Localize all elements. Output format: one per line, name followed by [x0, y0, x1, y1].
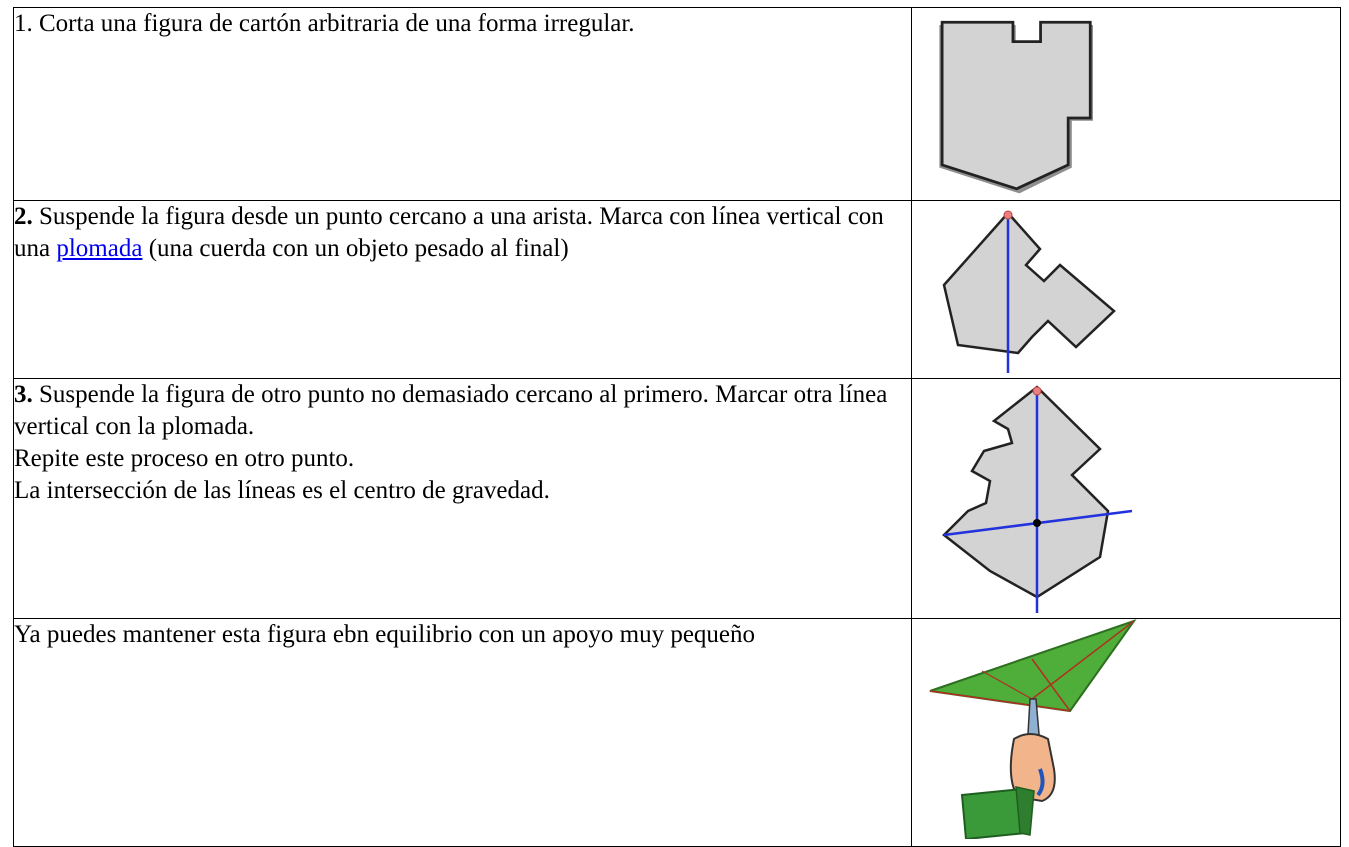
step-4-text-cell: Ya puedes mantener esta figura ebn equil…: [13, 617, 912, 847]
step-1-image-cell: [911, 7, 1341, 201]
shape-suspended-two-lines-image: [942, 385, 1133, 613]
step-2-number: 2.: [14, 202, 33, 230]
step-3-line-3: La intersección de las líneas es el cent…: [14, 476, 550, 504]
instructions-table: 1. Corta una figura de cartón arbitraria…: [13, 7, 1341, 847]
step-3-line-1-text: Suspende la figura de otro punto no dema…: [14, 380, 888, 440]
plomada-link[interactable]: plomada: [56, 234, 143, 262]
table-row: 2. Suspende la figura desde un punto cer…: [13, 199, 1341, 379]
step-1-text-cell: 1. Corta una figura de cartón arbitraria…: [13, 7, 912, 201]
step-2-image-cell: [911, 199, 1341, 379]
step-3-text-cell: 3. Suspende la figura de otro punto no d…: [13, 377, 912, 619]
step-2-text-cell: 2. Suspende la figura desde un punto cer…: [13, 199, 912, 379]
table-row: Ya puedes mantener esta figura ebn equil…: [13, 617, 1341, 847]
step-2-text-before-link: Suspende la figura desde un punto cercan…: [14, 202, 884, 262]
step-3-image-cell: [911, 377, 1341, 619]
irregular-cardboard-shape-image: [939, 20, 1093, 194]
table-row: 3. Suspende la figura de otro punto no d…: [13, 377, 1341, 619]
step-1-text: 1. Corta una figura de cartón arbitraria…: [14, 10, 635, 37]
step-3-number: 3.: [14, 380, 33, 408]
step-4-text: Ya puedes mantener esta figura ebn equil…: [14, 620, 756, 648]
step-3-line-1: 3. Suspende la figura de otro punto no d…: [14, 379, 911, 443]
step-2-text: 2. Suspende la figura desde un punto cer…: [14, 201, 911, 265]
step-4-image-cell: [911, 617, 1341, 847]
step-3-line-2: Repite este proceso en otro punto.: [14, 444, 355, 472]
hand-balancing-shape-on-pencil-image: [929, 619, 1137, 839]
table-row: 1. Corta una figura de cartón arbitraria…: [13, 7, 1341, 201]
step-2-text-after-link: (una cuerda con un objeto pesado al fina…: [142, 234, 569, 262]
shape-suspended-one-line-image: [942, 210, 1116, 373]
